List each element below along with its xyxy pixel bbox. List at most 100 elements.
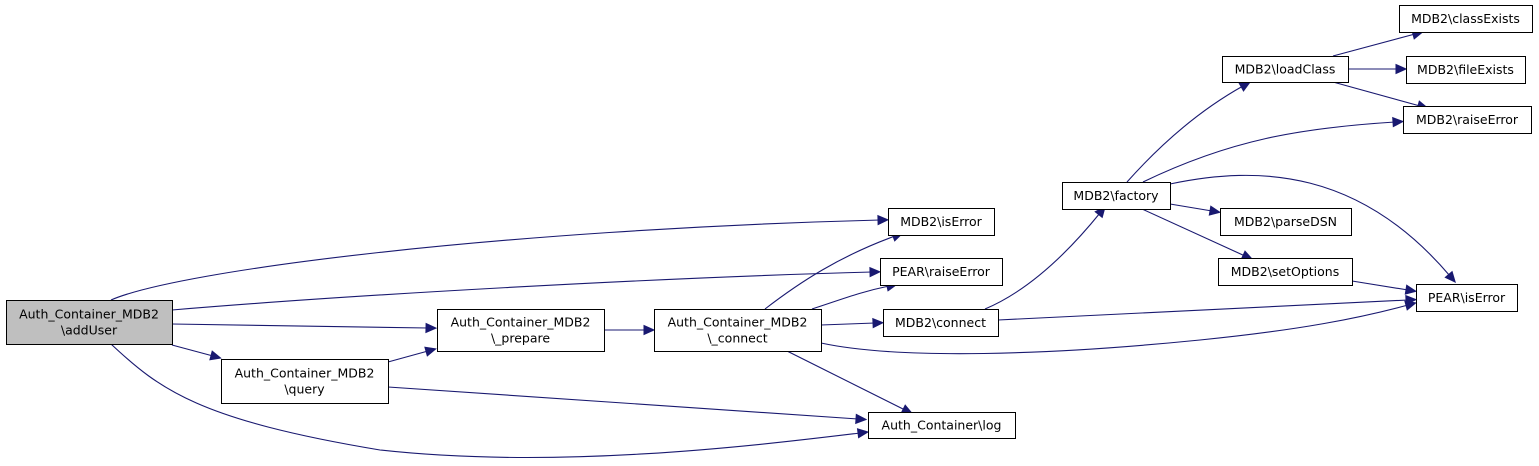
edge-connect_priv-to-log	[786, 350, 914, 415]
node-prepare[interactable]: Auth_Container_MDB2\_prepare	[437, 309, 605, 352]
node-label: \_prepare	[491, 331, 550, 346]
arrowhead-icon	[425, 322, 438, 334]
edge-query-to-log	[387, 386, 868, 425]
nodes-layer: Auth_Container_MDB2\addUserAuth_Containe…	[6, 5, 1533, 439]
arrowhead-icon	[1444, 270, 1456, 284]
edge-line	[997, 299, 1409, 321]
node-box[interactable]	[1062, 182, 1171, 210]
node-label: \_connect	[707, 331, 767, 346]
edge-line	[1141, 208, 1246, 257]
node-box[interactable]	[437, 309, 605, 352]
edge-factory-to-pear_isError	[1169, 174, 1456, 284]
node-parseDSN[interactable]: MDB2\parseDSN	[1220, 208, 1352, 236]
node-query[interactable]: Auth_Container_MDB2\query	[221, 359, 389, 404]
node-label: Auth_Container\log	[882, 418, 1002, 433]
node-label: MDB2\isError	[900, 214, 982, 229]
node-box[interactable]	[1403, 106, 1532, 134]
node-label: MDB2\raiseError	[1416, 112, 1519, 127]
node-label: MDB2\connect	[895, 315, 986, 330]
arrowhead-icon	[424, 346, 437, 357]
node-box[interactable]	[880, 258, 1003, 286]
edge-line	[387, 386, 859, 420]
edge-line	[1351, 280, 1409, 291]
node-mdb2_raiseError[interactable]: MDB2\raiseError	[1403, 106, 1532, 134]
node-box[interactable]	[868, 412, 1016, 439]
node-box[interactable]	[1399, 5, 1533, 33]
node-log[interactable]: Auth_Container\log	[868, 412, 1016, 439]
edge-loadClass-to-fileExists	[1348, 63, 1408, 75]
edge-line	[1142, 121, 1396, 183]
edge-line	[786, 350, 906, 411]
edge-mdb2_connect-to-pear_isError	[997, 294, 1418, 321]
edge-mdb2_connect-to-factory	[984, 205, 1106, 310]
arrowhead-icon	[209, 350, 222, 361]
edges-layer	[110, 29, 1456, 459]
node-box[interactable]	[888, 208, 995, 236]
node-box[interactable]	[1416, 284, 1518, 312]
edge-factory-to-parseDSN	[1169, 203, 1222, 216]
node-factory[interactable]: MDB2\factory	[1062, 182, 1171, 210]
node-label: \addUser	[61, 323, 118, 338]
edge-line	[387, 350, 429, 363]
arrowhead-icon	[1404, 284, 1418, 295]
node-label: MDB2\classExists	[1411, 11, 1520, 26]
edge-line	[110, 343, 861, 459]
node-label: MDB2\factory	[1073, 188, 1159, 203]
node-box[interactable]	[221, 359, 389, 404]
edge-line	[171, 271, 873, 311]
arrowhead-icon	[872, 317, 885, 329]
edge-line	[984, 212, 1101, 310]
arrowhead-icon	[1208, 205, 1222, 216]
arrowhead-icon	[855, 413, 868, 425]
node-label: MDB2\setOptions	[1231, 264, 1339, 279]
arrowhead-icon	[869, 266, 882, 278]
edge-line	[171, 323, 429, 329]
node-box[interactable]	[883, 309, 999, 337]
node-pear_isError[interactable]: PEAR\isError	[1416, 284, 1518, 312]
node-box[interactable]	[1222, 56, 1349, 83]
edge-setOptions-to-pear_isError	[1351, 280, 1418, 295]
node-setOptions[interactable]: MDB2\setOptions	[1218, 258, 1353, 286]
edge-line	[820, 304, 1409, 355]
edge-factory-to-loadClass	[1126, 81, 1252, 183]
node-box[interactable]	[1218, 258, 1353, 286]
edge-line	[171, 344, 214, 357]
node-label: \query	[284, 382, 325, 397]
arrowhead-icon	[1395, 63, 1408, 75]
node-mdb2_connect[interactable]: MDB2\connect	[883, 309, 999, 337]
node-box[interactable]	[6, 300, 173, 345]
node-label: PEAR\isError	[1428, 290, 1506, 305]
node-label: MDB2\fileExists	[1417, 62, 1514, 77]
edge-line	[1332, 81, 1421, 107]
node-connect_priv[interactable]: Auth_Container_MDB2\_connect	[654, 309, 822, 352]
node-label: MDB2\parseDSN	[1234, 214, 1337, 229]
edge-line	[1169, 203, 1213, 212]
node-loadClass[interactable]: MDB2\loadClass	[1222, 56, 1349, 83]
edge-line	[1169, 174, 1451, 277]
node-box[interactable]	[654, 309, 822, 352]
node-box[interactable]	[1220, 208, 1352, 236]
arrowhead-icon	[877, 214, 890, 226]
node-pear_raiseError[interactable]: PEAR\raiseError	[880, 258, 1003, 286]
node-label: Auth_Container_MDB2	[451, 315, 591, 330]
arrowhead-icon	[1405, 294, 1418, 306]
node-fileExists[interactable]: MDB2\fileExists	[1406, 56, 1526, 84]
node-label: Auth_Container_MDB2	[668, 315, 808, 330]
node-box[interactable]	[1406, 56, 1526, 84]
node-label: MDB2\loadClass	[1235, 62, 1336, 77]
node-label: Auth_Container_MDB2	[19, 307, 159, 322]
edge-addUser-to-pear_raiseError	[171, 266, 882, 311]
edge-line	[764, 235, 896, 310]
node-mdb2_isError[interactable]: MDB2\isError	[888, 208, 995, 236]
edge-connect_priv-to-pear_raiseError	[811, 281, 898, 310]
edge-line	[820, 322, 876, 326]
node-classExists[interactable]: MDB2\classExists	[1399, 5, 1533, 33]
arrowhead-icon	[1392, 116, 1405, 128]
node-addUser[interactable]: Auth_Container_MDB2\addUser	[6, 300, 173, 345]
edge-addUser-to-query	[171, 344, 222, 361]
edge-factory-to-mdb2_raiseError	[1142, 116, 1405, 183]
edge-connect_priv-to-mdb2_connect	[820, 317, 885, 329]
arrowhead-icon	[643, 324, 656, 336]
edge-query-to-prepare	[387, 346, 437, 363]
